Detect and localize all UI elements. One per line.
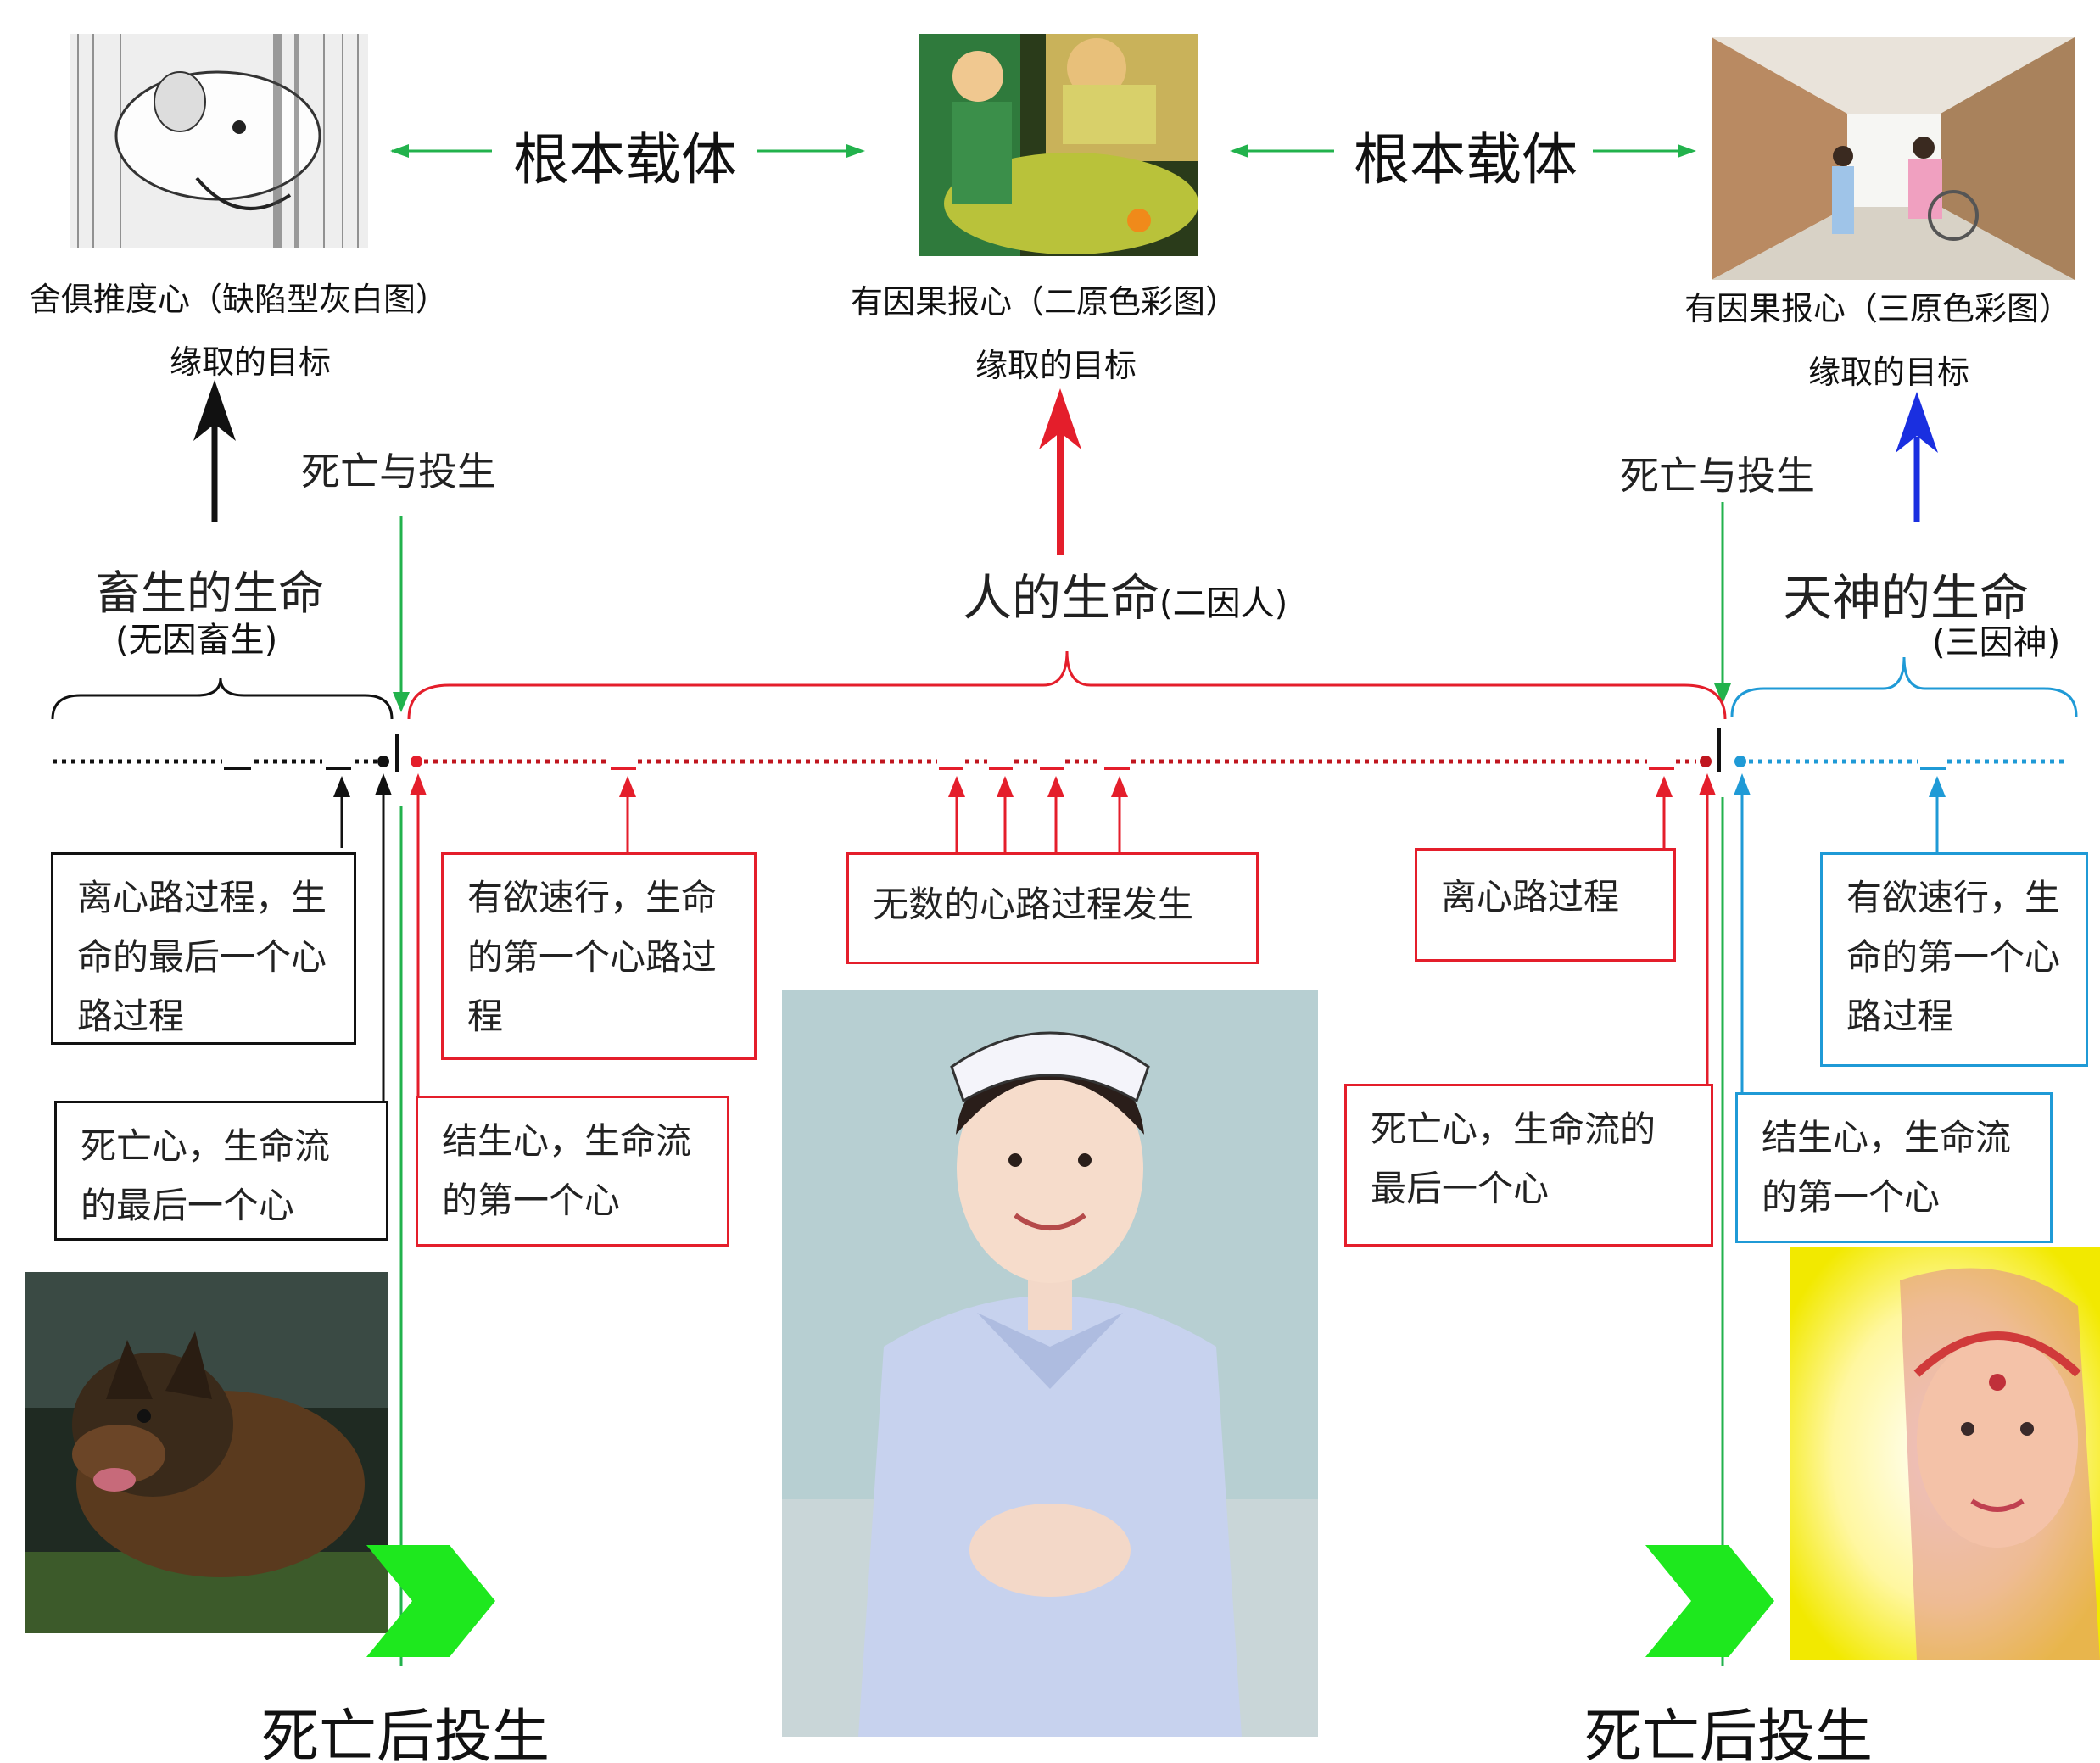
animal-life-sub: (无因畜生) bbox=[115, 621, 278, 660]
box-human-first-process: 有欲速行，生命的第一个心路过程 bbox=[441, 852, 757, 1060]
box-human-death-mind: 死亡心，生命流的最后一个心 bbox=[1344, 1084, 1713, 1247]
animal-death-dot bbox=[377, 756, 389, 767]
chevron-right-icon bbox=[1645, 1545, 1774, 1657]
target-label-mid: 缘取的目标 bbox=[975, 347, 1137, 384]
caption-grayscale: 舍俱推度心（缺陷型灰白图） bbox=[29, 281, 449, 318]
animal-brace bbox=[51, 678, 394, 720]
animal-pointers bbox=[333, 773, 392, 1101]
boundary-lines bbox=[399, 797, 1724, 1666]
footer-death-rebirth-right: 死亡后投生 bbox=[1584, 1704, 1874, 1763]
chevron-right-icon bbox=[366, 1545, 495, 1657]
box-animal-last-process: 离心路过程，生命的最后一个心路过程 bbox=[51, 852, 356, 1045]
box-human-last-process: 离心路过程 bbox=[1415, 848, 1676, 962]
grayscale-dog-image bbox=[70, 34, 368, 248]
human-life-sub: (二因人) bbox=[1159, 584, 1288, 623]
surgery-color-image bbox=[919, 34, 1198, 256]
human-rebirth-dot bbox=[411, 756, 422, 767]
death-rebirth-label-left: 死亡与投生 bbox=[301, 449, 496, 494]
death-rebirth-arrows bbox=[393, 502, 1731, 712]
deva-life-sub: (三因神) bbox=[1932, 623, 2061, 662]
caption-two-color: 有因果报心（二原色彩图） bbox=[851, 283, 1238, 321]
target-label-left: 缘取的目标 bbox=[170, 343, 332, 381]
footer-death-rebirth-left: 死亡后投生 bbox=[261, 1704, 550, 1763]
box-human-rebirth-mind: 结生心，生命流的第一个心 bbox=[416, 1096, 729, 1247]
target-arrows bbox=[193, 380, 1938, 555]
box-deva-first-process: 有欲速行，生命的第一个心路过程 bbox=[1820, 852, 2088, 1067]
deity-portrait-image bbox=[1790, 1247, 2100, 1660]
hospital-corridor-image bbox=[1712, 37, 2075, 280]
animal-life-title: 畜生的生命 bbox=[95, 566, 324, 620]
deva-life-title: 天神的生命 bbox=[1783, 569, 2030, 627]
human-brace bbox=[407, 650, 1727, 720]
caption-three-color: 有因果报心（三原色彩图） bbox=[1684, 290, 2072, 327]
death-rebirth-label-right: 死亡与投生 bbox=[1620, 453, 1815, 499]
box-human-many-processes: 无数的心路过程发生 bbox=[846, 852, 1259, 964]
box-animal-death-mind: 死亡心，生命流的最后一个心 bbox=[54, 1101, 388, 1241]
deva-pointers bbox=[1734, 773, 1946, 1092]
deva-brace bbox=[1730, 656, 2078, 717]
carrier-label-right: 根本载体 bbox=[1354, 127, 1578, 192]
human-death-dot bbox=[1700, 756, 1712, 767]
human-life-title: 人的生命 bbox=[963, 569, 1160, 627]
target-label-right: 缘取的目标 bbox=[1808, 354, 1970, 391]
german-shepherd-image bbox=[25, 1272, 388, 1633]
box-deva-rebirth-mind: 结生心，生命流的第一个心 bbox=[1735, 1092, 2053, 1243]
human-life-heading: 人的生命(二因人) bbox=[963, 558, 1287, 629]
carrier-label-left: 根本载体 bbox=[513, 127, 737, 192]
human-pointers bbox=[410, 773, 1716, 1096]
carrier-arrows bbox=[390, 144, 1696, 158]
deva-rebirth-dot bbox=[1734, 756, 1746, 767]
nurse-photo bbox=[782, 990, 1318, 1737]
